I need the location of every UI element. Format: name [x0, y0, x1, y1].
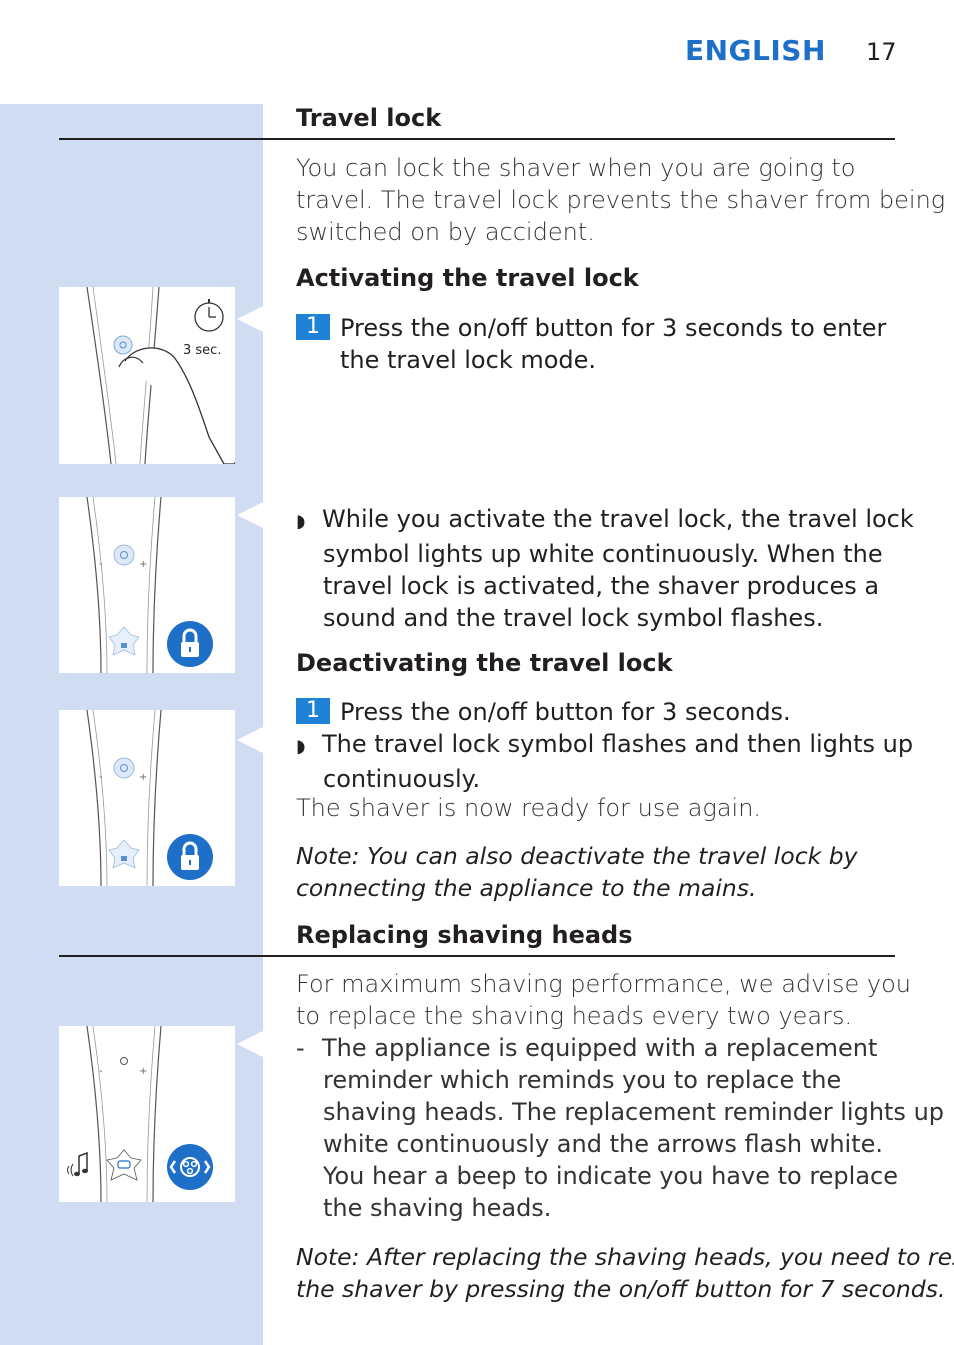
replacing-note: Note: After replacing the shaving heads,… — [296, 1243, 954, 1303]
travel-lock-intro: You can lock the shaver when you are goi… — [296, 154, 946, 246]
illustration-travel-lock-deactivate: - + — [59, 710, 235, 886]
result-arrow-icon: ◗ — [296, 736, 306, 757]
power-icon — [119, 341, 127, 349]
replacement-reminder-item: -The appliance is equipped with a replac… — [296, 1034, 945, 1222]
lock-icon — [167, 621, 213, 667]
shaving-head-icon — [167, 1144, 213, 1190]
illustration-travel-lock-active: - + — [59, 497, 235, 673]
illustration-press-button: 3 sec. — [59, 287, 235, 464]
svg-text:-: - — [99, 1066, 103, 1077]
page-number: 17 — [866, 38, 897, 66]
illustration-pointer — [237, 502, 263, 528]
language-header: ENGLISH — [685, 34, 826, 67]
step-number-badge: 1 — [296, 698, 330, 724]
result-arrow-icon: ◗ — [296, 511, 306, 532]
svg-text:+: + — [139, 559, 147, 570]
timer-label: 3 sec. — [183, 343, 221, 358]
replacing-intro: For maximum shaving performance, we advi… — [296, 970, 912, 1030]
section-divider — [59, 955, 895, 957]
svg-text:-: - — [99, 559, 103, 570]
illustration-pointer — [237, 727, 263, 753]
deactivating-note: Note: You can also deactivate the travel… — [296, 842, 858, 902]
svg-text:+: + — [139, 1066, 147, 1077]
deactivating-result: ◗The travel lock symbol flashes and then… — [296, 730, 914, 793]
activating-result: ◗While you activate the travel lock, the… — [296, 505, 914, 632]
section-divider — [59, 138, 895, 140]
illustration-replacement-reminder: - + — [59, 1026, 235, 1202]
illustration-pointer — [237, 1031, 263, 1057]
svg-text:+: + — [139, 772, 147, 783]
ready-text: The shaver is now ready for use again. — [296, 794, 762, 822]
step-number-badge: 1 — [296, 314, 330, 340]
illustration-pointer — [237, 306, 263, 332]
sound-icon — [67, 1151, 88, 1177]
stopwatch-icon — [194, 299, 224, 332]
section-title-travel-lock: Travel lock — [296, 104, 442, 132]
lock-icon — [167, 834, 213, 880]
subtitle-activating: Activating the travel lock — [296, 264, 639, 292]
subtitle-deactivating: Deactivating the travel lock — [296, 649, 673, 677]
section-title-replacing: Replacing shaving heads — [296, 921, 633, 949]
svg-text:-: - — [99, 772, 103, 783]
